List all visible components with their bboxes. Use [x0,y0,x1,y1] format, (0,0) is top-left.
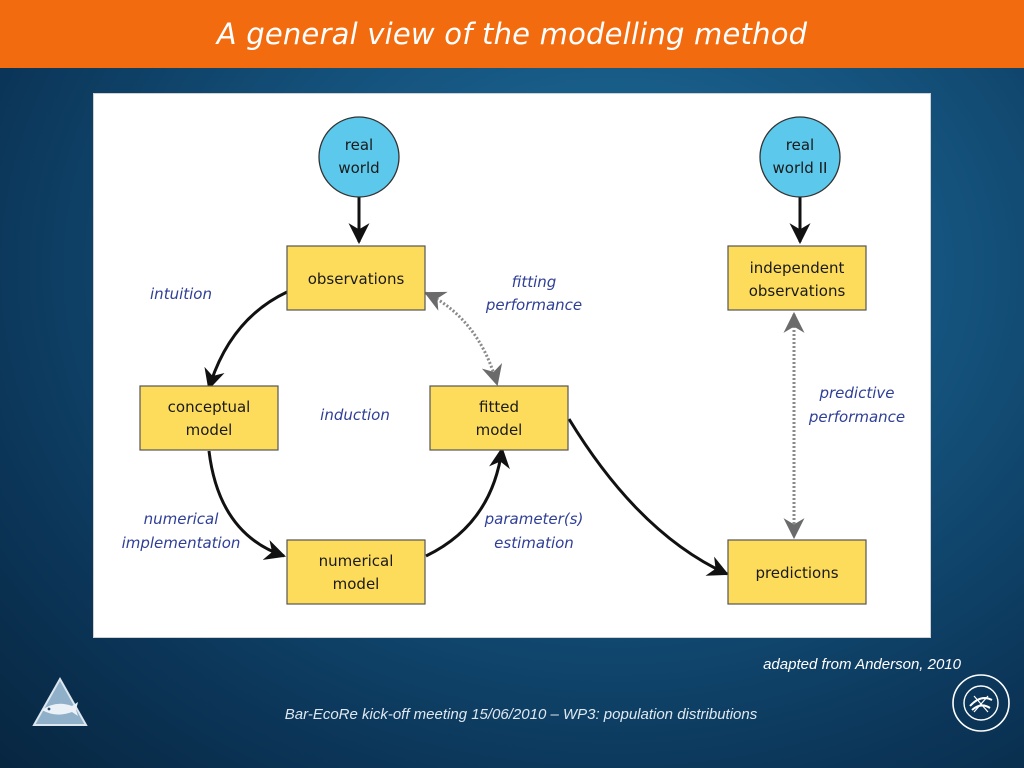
node-fitted-model-line-1: fitted [479,398,519,416]
node-predictions: predictions [727,539,867,605]
university-of-tromso-seal [950,672,1012,739]
node-conceptual-model-line-2: model [186,421,233,439]
edge-conceptual-to-numerical [207,450,286,560]
node-independent-observations: independent observations [727,245,867,311]
label-parameter-estimation-line-1: parameter(s) [484,510,584,528]
node-independent-observations-line-2: observations [749,282,846,300]
label-predictive-performance-line-2: performance [808,408,905,426]
label-intuition: intuition [150,285,212,303]
fish-triangle-logo [32,676,88,733]
node-fitted-model: fitted model [429,385,569,451]
edge-fitted-to-predictions [567,418,729,576]
node-conceptual-model: conceptual model [139,385,279,451]
label-induction: induction [320,406,390,424]
slide-title: A general view of the modelling method [216,17,808,51]
node-observations-line-1: observations [308,270,405,288]
node-fitted-model-line-2: model [476,421,523,439]
edge-numerical-to-fitted [425,446,510,558]
edges [204,196,811,576]
node-conceptual-model-line-1: conceptual [168,398,251,416]
label-fitting-performance-line-2: performance [485,296,582,314]
node-numerical-model-line-1: numerical [319,552,394,570]
label-fitting-performance-line-1: fitting [512,273,557,291]
modelling-method-diagram: real world real world II observations in… [122,116,906,605]
node-real-world: real world [318,116,400,198]
node-predictions-line-1: predictions [755,564,838,582]
node-independent-observations-line-1: independent [750,259,845,277]
edge-observations-to-conceptual [204,290,288,391]
node-real-world-2: real world II [759,116,841,198]
label-numerical-implementation-line-1: numerical [144,510,220,528]
node-numerical-model: numerical model [286,539,426,605]
label-predictive-performance-line-1: predictive [818,384,894,402]
node-real-world-2-line-1: real [786,136,814,154]
label-parameter-estimation-line-2: estimation [494,534,574,552]
source-credit: adapted from Anderson, 2010 [763,656,961,673]
footer-text: Bar-EcoRe kick-off meeting 15/06/2010 – … [284,706,758,723]
node-observations: observations [286,245,426,311]
edge-fitting-performance [424,291,503,387]
node-numerical-model-line-2: model [333,575,380,593]
label-numerical-implementation-line-2: implementation [122,534,241,552]
node-real-world-2-line-2: world II [773,159,828,177]
node-real-world-line-1: real [345,136,373,154]
title-bar: A general view of the modelling method [0,0,1024,68]
diagram-panel: real world real world II observations in… [93,93,931,638]
edge-labels: intuition fitting performance induction … [122,273,906,552]
node-real-world-line-2: world [338,159,379,177]
